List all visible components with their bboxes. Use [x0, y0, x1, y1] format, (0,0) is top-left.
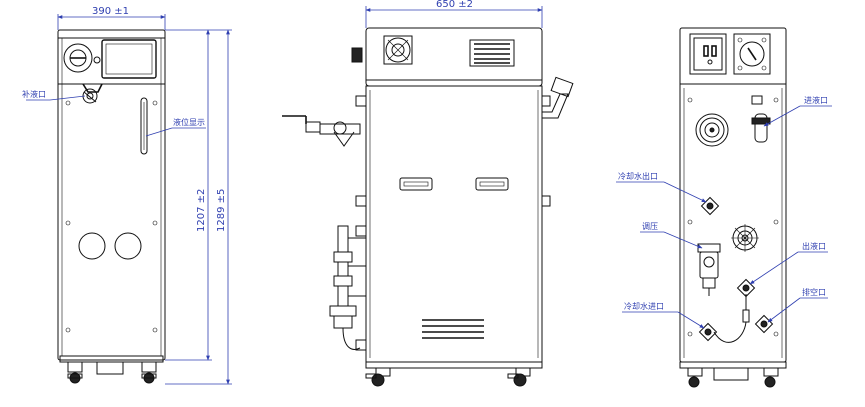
side-outlet-elbow	[542, 76, 574, 119]
level-display-label: 液位显示	[173, 117, 205, 127]
rear-cooling-out	[700, 196, 720, 216]
side-base	[365, 361, 543, 387]
pressure-regulator-label: 调压	[642, 222, 658, 231]
rear-cabinet-body	[679, 27, 787, 363]
rear-rivets	[687, 97, 779, 337]
side-handle-right	[475, 177, 509, 191]
side-view: 650 ±2	[282, 0, 574, 387]
level-indicator	[140, 97, 148, 155]
cooling-in-label: 冷却水进口	[624, 301, 664, 311]
rear-power-socket	[689, 33, 727, 75]
side-fan-grille	[383, 35, 413, 65]
front-round-port-left	[78, 232, 106, 260]
side-vent-slots-bottom	[422, 319, 484, 339]
rear-view: 进液口 冷却水出口 调压 出液口 冷却水进口 排空口	[616, 27, 832, 388]
rear-base	[679, 361, 787, 388]
oil-inlet-label: 进液口	[804, 95, 828, 105]
front-base	[59, 355, 164, 384]
rear-cooling-in	[698, 321, 747, 343]
side-left-fittings	[351, 47, 551, 351]
power-knob	[63, 43, 101, 73]
front-cabinet-body	[57, 29, 166, 361]
oil-outlet-label: 出液口	[802, 241, 826, 251]
rear-pressure-regulator	[697, 243, 721, 296]
rear-fan	[695, 113, 729, 147]
side-valve-stack	[329, 225, 366, 350]
front-round-port-right	[114, 232, 142, 260]
callout-cooling-in: 冷却水进口	[622, 301, 705, 329]
rear-main-switch	[733, 33, 771, 75]
side-handle-left	[399, 177, 433, 191]
callout-fill-port: 补液口	[22, 89, 86, 101]
side-inlet-valve	[282, 115, 361, 147]
side-vent-slots-top	[469, 39, 515, 67]
side-top-housing	[365, 27, 543, 87]
rear-gear-cap	[731, 224, 759, 252]
control-screen	[101, 39, 157, 79]
rear-oil-outlet	[736, 278, 756, 323]
front-width-dimension: 390 ±1	[57, 6, 166, 30]
fill-port	[82, 83, 103, 104]
callout-cooling-out: 冷却水出口	[616, 171, 707, 203]
drain-label: 排空口	[802, 287, 826, 297]
side-width-dimension: 650 ±2	[365, 0, 543, 28]
front-view: 390 ±1	[22, 6, 232, 385]
side-width-label: 650 ±2	[436, 0, 473, 10]
cooling-out-label: 冷却水出口	[618, 171, 658, 181]
front-rivets	[65, 100, 158, 333]
height-inner-label: 1207 ±2	[196, 189, 207, 232]
rear-drain	[754, 314, 774, 334]
callout-oil-outlet: 出液口	[749, 241, 828, 285]
height-outer-label: 1289 ±5	[216, 189, 227, 232]
callout-pressure-regulator: 调压	[640, 222, 703, 249]
front-height-dimensions: 1207 ±2 1289 ±5	[165, 29, 232, 385]
fill-port-label: 补液口	[22, 89, 46, 99]
front-width-label: 390 ±1	[92, 6, 129, 17]
callout-oil-inlet: 进液口	[763, 95, 832, 127]
callout-drain: 排空口	[767, 287, 828, 323]
callout-level-display: 液位显示	[145, 117, 206, 137]
rear-oil-inlet	[751, 95, 771, 143]
